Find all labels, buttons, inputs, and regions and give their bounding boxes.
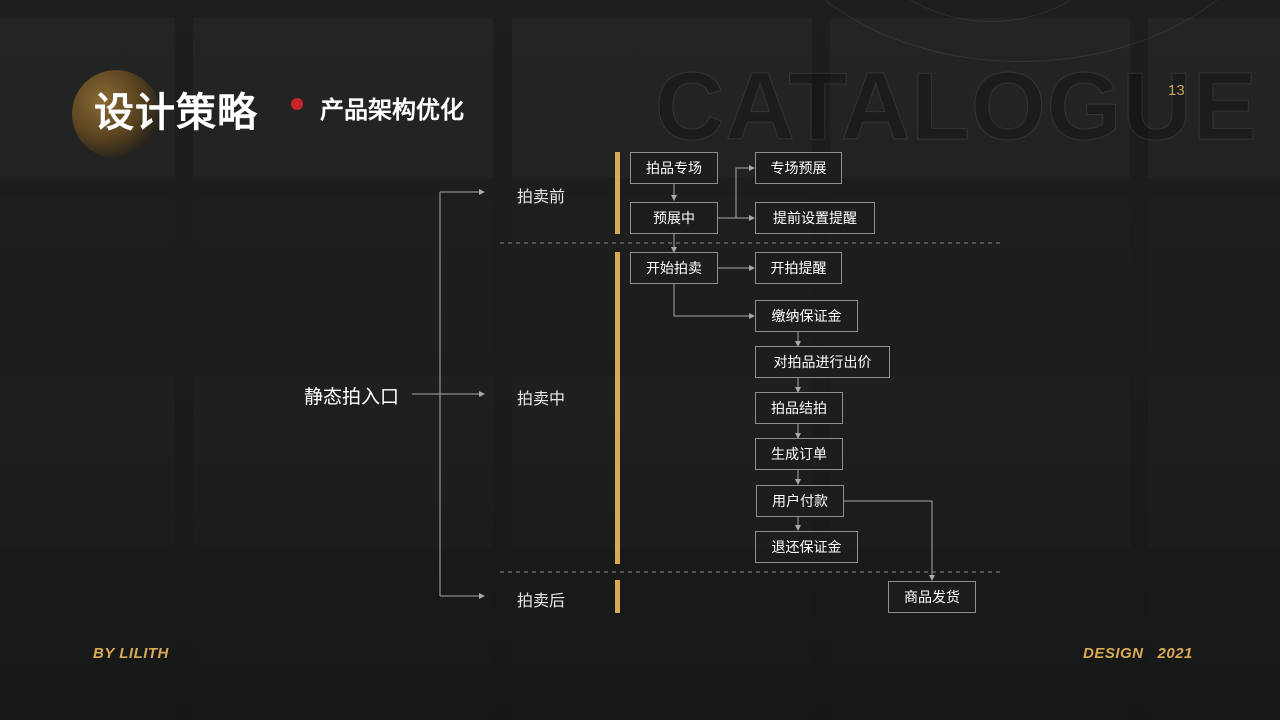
phase-bar-after (615, 580, 620, 613)
footer-design-year: DESIGN 2021 (1083, 645, 1193, 662)
phase-before-auction: 拍卖前 (517, 187, 566, 206)
node-place-bid: 对拍品进行出价 (755, 346, 890, 378)
page-number: 13 (1168, 82, 1185, 99)
catalogue-watermark: CATALOGUE (655, 53, 1258, 161)
node-auction-session: 拍品专场 (630, 152, 718, 184)
node-create-order: 生成订单 (755, 438, 843, 470)
static-auction-entry: 静态拍入口 (304, 386, 400, 408)
node-ship-goods: 商品发货 (888, 581, 976, 613)
node-pay-deposit: 缴纳保证金 (755, 300, 858, 332)
phase-bar-before (615, 152, 620, 234)
footer-author: BY LILITH (93, 645, 169, 662)
phase-bar-during (615, 252, 620, 564)
node-auction-close: 拍品结拍 (755, 392, 843, 424)
node-session-preview: 专场预展 (755, 152, 842, 184)
footer-design-label: DESIGN (1083, 645, 1144, 662)
node-start-reminder: 开拍提醒 (755, 252, 842, 284)
phase-during-auction: 拍卖中 (517, 389, 566, 408)
node-user-payment: 用户付款 (756, 485, 844, 517)
red-bullet-dot (291, 98, 303, 110)
node-refund-deposit: 退还保证金 (755, 531, 858, 563)
footer-year: 2021 (1157, 645, 1193, 662)
page-subtitle: 产品架构优化 (320, 96, 464, 124)
page-title: 设计策略 (94, 90, 258, 136)
title-gold-orb (72, 70, 160, 158)
node-preview-ongoing: 预展中 (630, 202, 718, 234)
node-start-auction: 开始拍卖 (630, 252, 718, 284)
phase-after-auction: 拍卖后 (517, 591, 566, 610)
node-set-reminder: 提前设置提醒 (755, 202, 875, 234)
